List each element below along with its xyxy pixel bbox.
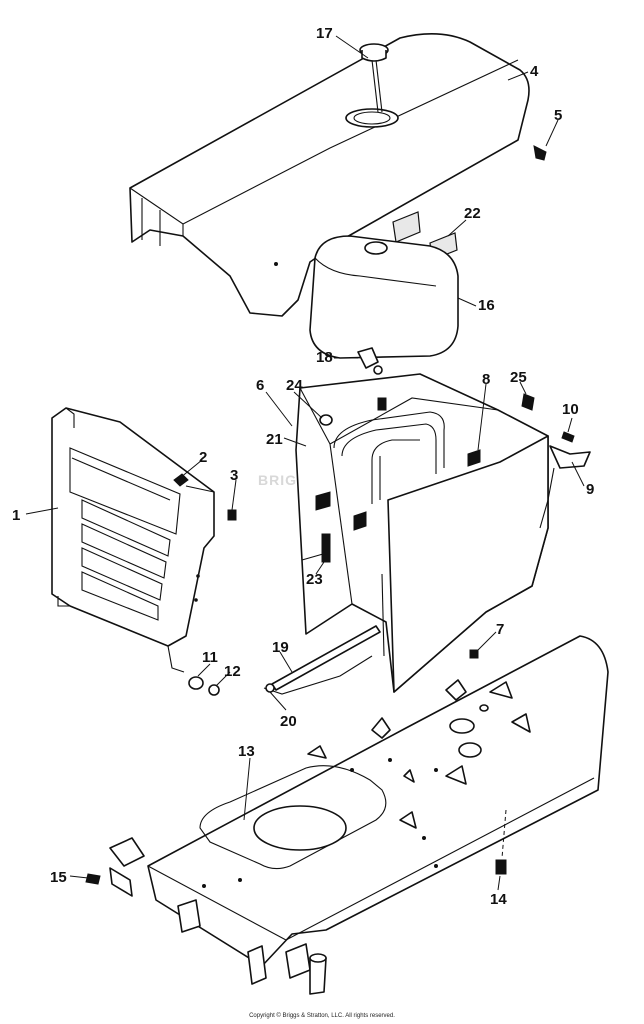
frame (109, 635, 609, 995)
bracket (549, 445, 591, 469)
callout-9: 9 (586, 481, 594, 498)
callout-19: 19 (272, 639, 289, 656)
callout-2: 2 (199, 449, 207, 466)
bolt (533, 145, 547, 161)
ring (265, 683, 275, 693)
callout-3: 3 (230, 467, 238, 484)
callout-24: 24 (286, 377, 303, 394)
callout-4: 4 (530, 63, 539, 80)
callout-17: 17 (316, 25, 333, 42)
knob (521, 393, 535, 411)
dash-panel (295, 373, 549, 693)
callout-11: 11 (202, 649, 218, 666)
callout-23: 23 (306, 571, 323, 588)
callout-5: 5 (554, 107, 562, 124)
callout-12: 12 (224, 663, 241, 680)
callout-25: 25 (510, 369, 527, 386)
callout-21: 21 (266, 431, 283, 448)
grommet (319, 414, 333, 426)
callout-numbers: 1 2 3 4 5 6 7 8 9 10 11 12 13 14 15 16 1… (12, 25, 594, 908)
bushing (188, 676, 204, 690)
callout-7: 7 (496, 621, 504, 638)
callout-14: 14 (490, 891, 507, 908)
bolt (321, 533, 331, 563)
callout-18: 18 (316, 349, 333, 366)
callout-22: 22 (464, 205, 481, 222)
spring (561, 431, 575, 443)
callout-10: 10 (562, 401, 579, 418)
copyright-notice: Copyright © Briggs & Stratton, LLC. All … (249, 1013, 395, 1019)
callout-1: 1 (12, 507, 20, 524)
callout-16: 16 (478, 297, 495, 314)
leader-lines (25, 35, 585, 891)
screw (227, 509, 237, 521)
nut (208, 684, 220, 696)
callout-6: 6 (256, 377, 264, 394)
callout-13: 13 (238, 743, 255, 760)
bolt (495, 859, 507, 875)
callout-20: 20 (280, 713, 297, 730)
grille (51, 407, 215, 673)
fuel-tank (309, 235, 459, 359)
fuel-cap (359, 43, 389, 113)
callout-8: 8 (482, 371, 490, 388)
callout-15: 15 (50, 869, 67, 886)
clip (173, 473, 189, 487)
fuel-valve (357, 347, 383, 375)
bolt (85, 873, 101, 885)
hood (129, 33, 530, 317)
